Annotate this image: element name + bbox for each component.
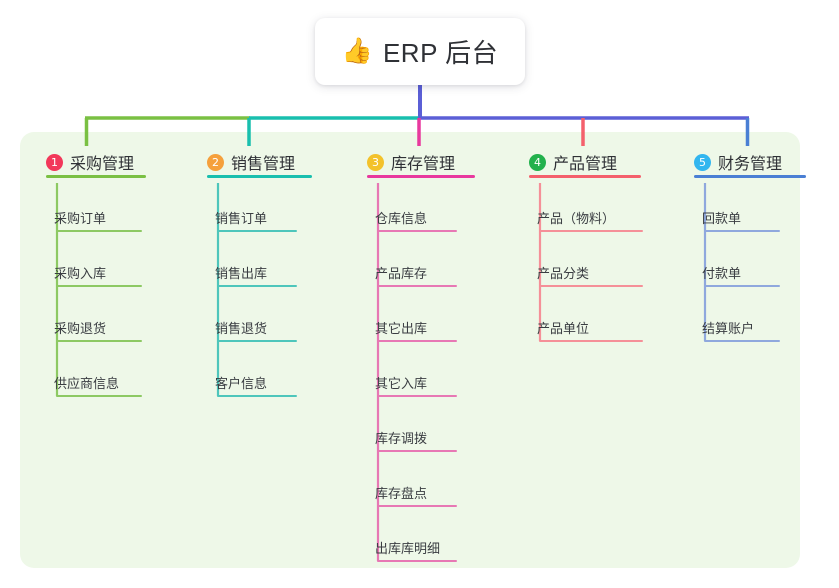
leaf-node-underline (56, 230, 142, 232)
branch-header-label: 销售管理 (231, 156, 296, 173)
branch-header-underline (694, 175, 806, 178)
leaf-node-label: 库存盘点 (375, 486, 428, 501)
leaf-node-label: 采购退货 (54, 321, 107, 336)
leaf-node-underline (56, 395, 142, 397)
branch-index-badge: 5 (694, 153, 711, 171)
leaf-node[interactable]: 采购退货 (54, 318, 106, 338)
leaf-node[interactable]: 销售出库 (215, 263, 267, 283)
leaf-node-underline (704, 285, 780, 287)
leaf-node-underline (377, 560, 457, 562)
leaf-node-label: 采购入库 (54, 266, 107, 281)
branch-index-badge: 1 (46, 153, 63, 171)
root-node-erp-backend[interactable]: 👍 ERP 后台 (315, 18, 525, 85)
leaf-node-label: 产品分类 (537, 266, 590, 281)
leaf-node-label: 采购订单 (54, 211, 107, 226)
branch-index-badge: 4 (529, 153, 546, 171)
leaf-node[interactable]: 回款单 (702, 208, 741, 228)
leaf-node[interactable]: 其它出库 (375, 318, 427, 338)
leaf-node-label: 仓库信息 (375, 211, 428, 226)
leaf-node[interactable]: 采购入库 (54, 263, 106, 283)
leaf-node-label: 回款单 (702, 211, 742, 226)
leaf-node[interactable]: 结算账户 (702, 318, 754, 338)
leaf-node[interactable]: 产品单位 (537, 318, 589, 338)
leaf-node-underline (217, 230, 297, 232)
branch-header-label: 采购管理 (70, 156, 135, 173)
leaf-node-label: 产品单位 (537, 321, 590, 336)
leaf-node-underline (377, 230, 457, 232)
branch-header-产品管理[interactable]: 4 产品管理 (529, 150, 617, 174)
branch-index-badge: 3 (367, 153, 384, 171)
leaf-node-underline (217, 285, 297, 287)
leaf-node-label: 其它入库 (375, 376, 428, 391)
root-node-title: ERP 后台 (382, 38, 499, 68)
leaf-node[interactable]: 供应商信息 (54, 373, 119, 393)
leaf-node[interactable]: 付款单 (702, 263, 741, 283)
leaf-node[interactable]: 销售订单 (215, 208, 267, 228)
leaf-node-label: 销售退货 (215, 321, 268, 336)
leaf-node[interactable]: 产品（物料） (537, 208, 615, 228)
leaf-node-underline (377, 340, 457, 342)
leaf-node[interactable]: 其它入库 (375, 373, 427, 393)
branch-header-库存管理[interactable]: 3 库存管理 (367, 150, 455, 174)
thumbs-up-icon: 👍 (341, 37, 373, 65)
leaf-node-label: 供应商信息 (54, 376, 120, 391)
leaf-node-label: 库存调拨 (375, 431, 428, 446)
leaf-node-label: 客户信息 (215, 376, 268, 391)
branch-header-label: 财务管理 (718, 156, 783, 173)
branch-header-underline (46, 175, 146, 178)
leaf-node-underline (704, 340, 780, 342)
leaf-node-underline (539, 285, 643, 287)
leaf-node-underline (377, 285, 457, 287)
branch-header-underline (529, 175, 641, 178)
leaf-node-label: 销售出库 (215, 266, 268, 281)
leaf-node[interactable]: 客户信息 (215, 373, 267, 393)
leaf-node-underline (377, 395, 457, 397)
branch-header-underline (367, 175, 475, 178)
leaf-node-label: 产品（物料） (537, 211, 616, 226)
leaf-node-label: 出库库明细 (375, 541, 441, 556)
leaf-node-underline (539, 340, 643, 342)
leaf-node-underline (539, 230, 643, 232)
leaf-node[interactable]: 产品库存 (375, 263, 427, 283)
leaf-node-label: 结算账户 (702, 321, 755, 336)
leaf-node-label: 其它出库 (375, 321, 428, 336)
leaf-node-underline (377, 505, 457, 507)
leaf-node-label: 付款单 (702, 266, 742, 281)
branch-header-underline (207, 175, 312, 178)
leaf-node[interactable]: 库存盘点 (375, 483, 427, 503)
branch-header-销售管理[interactable]: 2 销售管理 (207, 150, 295, 174)
leaf-node-underline (56, 285, 142, 287)
branch-header-label: 库存管理 (391, 156, 456, 173)
branch-index-badge: 2 (207, 153, 224, 171)
branch-header-label: 产品管理 (553, 156, 618, 173)
leaf-node[interactable]: 采购订单 (54, 208, 106, 228)
leaf-node-label: 产品库存 (375, 266, 428, 281)
leaf-node[interactable]: 仓库信息 (375, 208, 427, 228)
leaf-node-label: 销售订单 (215, 211, 268, 226)
leaf-node-underline (217, 340, 297, 342)
diagram-background-panel (20, 132, 800, 568)
leaf-node-underline (377, 450, 457, 452)
branch-header-财务管理[interactable]: 5 财务管理 (694, 150, 782, 174)
leaf-node-underline (704, 230, 780, 232)
leaf-node[interactable]: 库存调拨 (375, 428, 427, 448)
leaf-node[interactable]: 销售退货 (215, 318, 267, 338)
leaf-node-underline (217, 395, 297, 397)
leaf-node-underline (56, 340, 142, 342)
leaf-node[interactable]: 出库库明细 (375, 538, 440, 558)
leaf-node[interactable]: 产品分类 (537, 263, 589, 283)
branch-header-采购管理[interactable]: 1 采购管理 (46, 150, 134, 174)
